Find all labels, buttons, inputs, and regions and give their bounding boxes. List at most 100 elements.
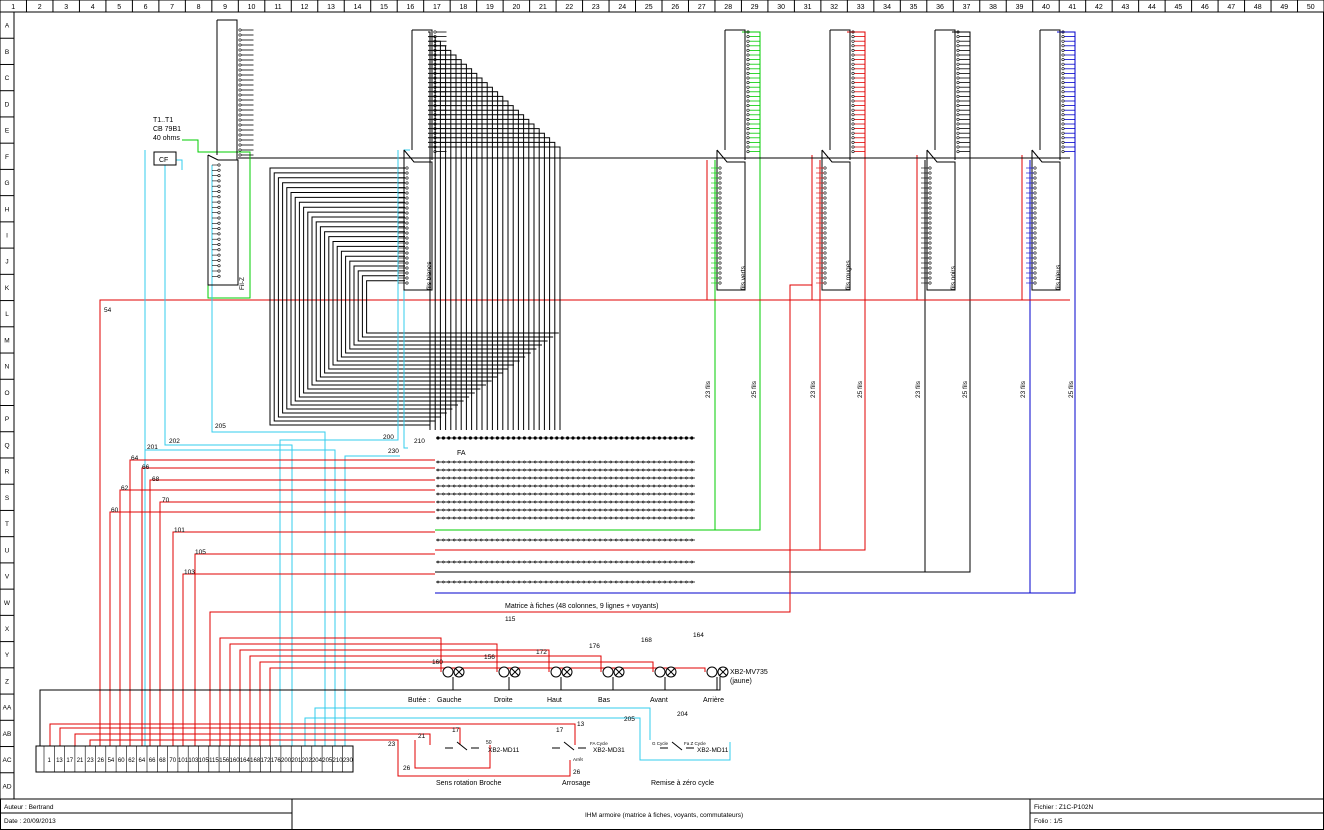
matrix-jack [609,484,613,488]
lamp-icon [498,666,510,678]
row-letter: P [5,416,9,423]
pin [823,241,827,245]
matrix-fuse [587,436,591,440]
terminal-number: 68 [159,758,166,764]
matrix-jack [512,538,515,542]
row-letter: U [5,547,10,554]
matrix-jack [587,516,591,520]
matrix-jack [485,500,488,504]
matrix-fa-label: FA [457,450,466,457]
terminal-number: 1 [47,758,51,764]
pin [217,211,221,215]
matrix-jack [620,500,623,504]
pin [405,266,409,270]
column-number: 6 [144,4,148,11]
matrix-jack [458,538,461,542]
pin [746,48,750,52]
matrix-jack [523,468,526,472]
column-number: 33 [857,4,865,11]
switch-part: XB2-MD31 [593,747,625,754]
white-wire [428,91,499,430]
matrix-jack [533,500,537,504]
white-wire [428,45,447,430]
matrix-jack [668,508,672,512]
matrix-jack [571,508,575,512]
switch-contact [456,741,468,751]
matrix-jack [625,492,629,496]
matrix-jack [447,538,451,542]
matrix-jack [652,492,656,496]
white-wire [303,206,475,394]
red-wire [141,467,435,760]
pin [746,67,750,71]
matrix-jack [620,580,623,584]
wire-number: 168 [641,637,652,644]
pin [928,166,932,170]
matrix-jack [604,508,607,512]
pin [238,73,242,77]
title-block: Auteur : Bertrand Date : 20/09/2013 IHM … [0,798,1324,830]
file-name: Fichier : Z1C-P102N [1034,804,1094,811]
pin [433,62,437,66]
green-bundle [435,31,761,531]
matrix-jack [620,492,623,496]
terminal-number: 160 [230,758,241,764]
connector-lower [821,149,851,291]
matrix-jack [598,492,602,496]
matrix-jack [685,516,688,520]
matrix-jack [490,538,494,542]
terminal-number: 115 [209,758,219,764]
terminal-number: 26 [97,758,104,764]
matrix-fuse [598,436,602,440]
matrix-jack [690,484,694,488]
pin [217,216,221,220]
matrix-jack [620,560,623,564]
matrix-jack [555,468,559,472]
matrix-jack [658,580,661,584]
matrix-jack [517,500,521,504]
matrix-fuse [544,436,548,440]
matrix-jack [506,560,510,564]
matrix-jack [485,508,488,512]
white-wire [336,245,520,362]
column-number: 1 [11,4,15,11]
lamp-cross [718,667,728,677]
column-number: 17 [433,4,441,11]
matrix-jack [598,484,602,488]
pin [851,117,855,121]
matrix-jack [463,468,467,472]
pin [851,150,855,154]
matrix-jack [474,492,478,496]
pin [823,251,827,255]
pin [405,196,409,200]
pin [956,127,960,131]
matrix-jack [474,516,478,520]
lamp-wire [239,649,550,760]
matrix-jack [479,516,483,520]
matrix-jack [582,516,586,520]
matrix-jack [474,476,478,480]
matrix-fuse [436,436,440,440]
matrix-jack [550,516,553,520]
matrix-jack [647,476,650,480]
pin [217,232,221,236]
matrix-jack [566,516,569,520]
row-letter: D [5,101,10,108]
matrix-jack [614,560,618,564]
matrix-jack [582,580,586,584]
matrix-jack [452,580,456,584]
matrix-fuse [555,436,559,440]
matrix-jack [593,508,596,512]
wire-number: 204 [677,711,688,718]
wire-number: 205 [624,716,635,723]
matrix-jack [631,476,634,480]
terminal-number: 164 [240,758,251,764]
matrix-jack [523,508,526,512]
matrix-jack [625,468,629,472]
matrix-jack [550,580,553,584]
pin [718,276,722,280]
matrix-jack [506,538,510,542]
matrix-jack [485,492,488,496]
matrix-jack [577,460,580,464]
